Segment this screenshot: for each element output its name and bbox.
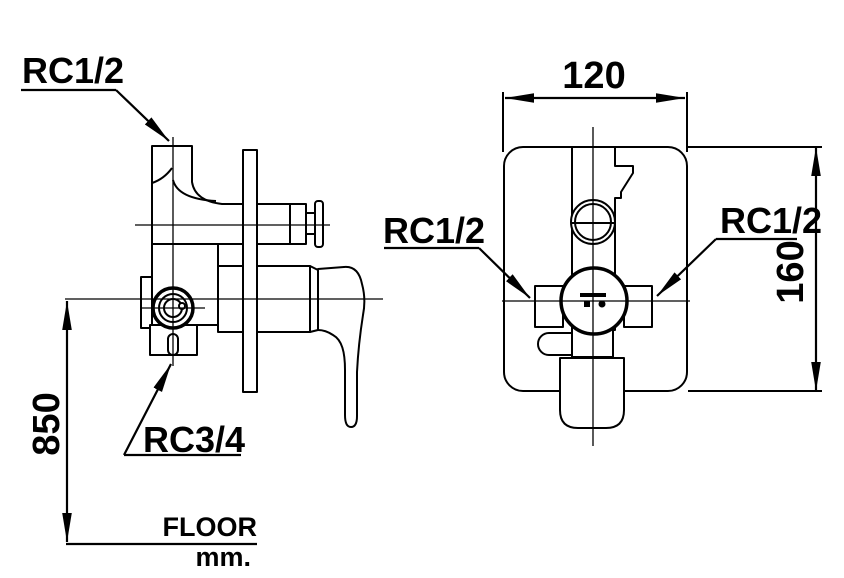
side-elbow-fillet [172,179,217,202]
front-centerlines [502,127,690,446]
dimension-850: 850 [26,301,72,542]
label-rc12-left-text: RC1/2 [383,210,485,251]
side-escutcheon-taper-top [309,265,319,271]
side-escutcheon-taper-bottom [309,329,319,333]
side-view [65,137,383,428]
dim-120-text: 120 [562,55,625,97]
label-rc12-top-text: RC1/2 [22,50,124,91]
dimension-120: 120 [502,55,688,152]
floor-text: FLOOR [163,512,258,542]
label-rc12-right-text: RC1/2 [720,200,822,241]
label-rc34: RC3/4 [123,363,245,460]
dim-160-text: 160 [770,240,812,303]
floor-reference: FLOOR mm. [66,512,257,572]
front-view [502,127,690,446]
front-lever-ear [537,332,573,356]
label-rc12-left: RC1/2 [383,210,531,299]
side-centerlines [65,137,383,366]
side-wall-plate [242,149,258,393]
hot-indicator-mark [584,301,590,307]
front-handle-shaft [559,357,625,429]
dimension-160: 160 [688,146,822,392]
label-rc12-right: RC1/2 [656,200,822,297]
front-left-connection [534,285,564,328]
label-rc34-text: RC3/4 [143,419,245,460]
units-text: mm. [195,542,251,572]
side-handle-lever [317,265,366,428]
dim-850-text: 850 [26,392,68,455]
side-thread-relief [151,167,173,184]
front-right-connection [623,285,653,328]
side-diverter-knob [289,200,324,248]
label-rc12-top: RC1/2 [21,50,170,142]
cold-indicator-mark [598,300,606,308]
side-body-left-boss [140,276,153,329]
